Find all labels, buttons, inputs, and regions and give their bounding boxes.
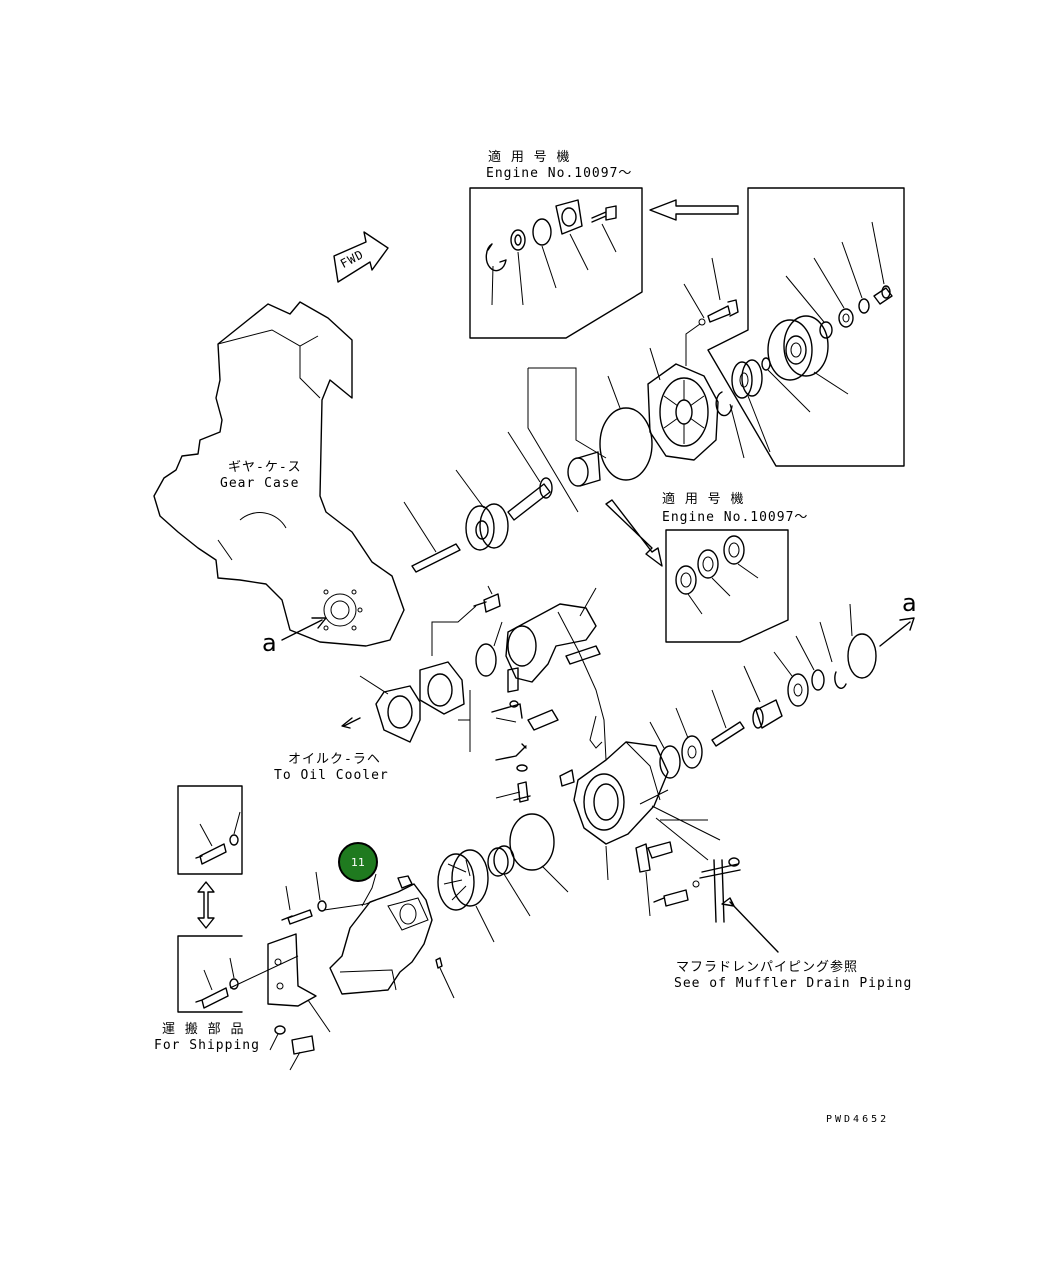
- ref-a-left: a: [262, 629, 277, 657]
- drawing-number: PWD4652: [826, 1114, 890, 1125]
- oil-cooler-elbow: [341, 585, 601, 803]
- callout-number: 11: [351, 855, 365, 869]
- gear-case-jp-label: ギヤ-ケ-ス: [228, 460, 302, 475]
- muffler-jp-label: マフラドレンパイピング参照: [676, 960, 859, 975]
- muffler-en-label: See of Muffler Drain Piping: [674, 976, 913, 991]
- oil-cooler-en-label: To Oil Cooler: [274, 768, 389, 783]
- impeller-group: [437, 813, 569, 943]
- applicable-jp-label-1: 適 用 号 機: [488, 150, 571, 165]
- inset-box-bearing: [665, 529, 789, 643]
- arrow-to-inset: [649, 199, 739, 221]
- callout-marker-11[interactable]: 11: [338, 842, 378, 882]
- ref-arrow-left: [281, 617, 327, 641]
- pulley-bracket-box: [707, 187, 905, 467]
- outlet-elbow: [229, 871, 455, 1071]
- muffler-drain-fitting: [653, 857, 779, 953]
- shipping-jp-label: 運 搬 部 品: [162, 1022, 245, 1037]
- shipping-parts-boxes: [177, 785, 243, 1013]
- inset-box-top: [469, 187, 643, 339]
- shipping-en-label: For Shipping: [154, 1038, 260, 1053]
- engine-no-label-1: Engine No.10097〜: [486, 166, 633, 181]
- arrow-to-inset-2: [605, 499, 663, 567]
- water-pump-housing: [557, 611, 721, 917]
- oil-cooler-jp-label: オイルク-ラヘ: [288, 752, 381, 767]
- fwd-arrow: [333, 231, 389, 283]
- pump-shaft-group: [649, 603, 915, 779]
- drive-shaft-assembly: [403, 221, 893, 573]
- ref-a-right: a: [902, 589, 917, 617]
- applicable-jp-label-2: 適 用 号 機: [662, 492, 745, 507]
- gear-case-en-label: Gear Case: [220, 476, 300, 491]
- gear-case: [153, 301, 405, 647]
- engine-no-label-2: Engine No.10097〜: [662, 510, 809, 525]
